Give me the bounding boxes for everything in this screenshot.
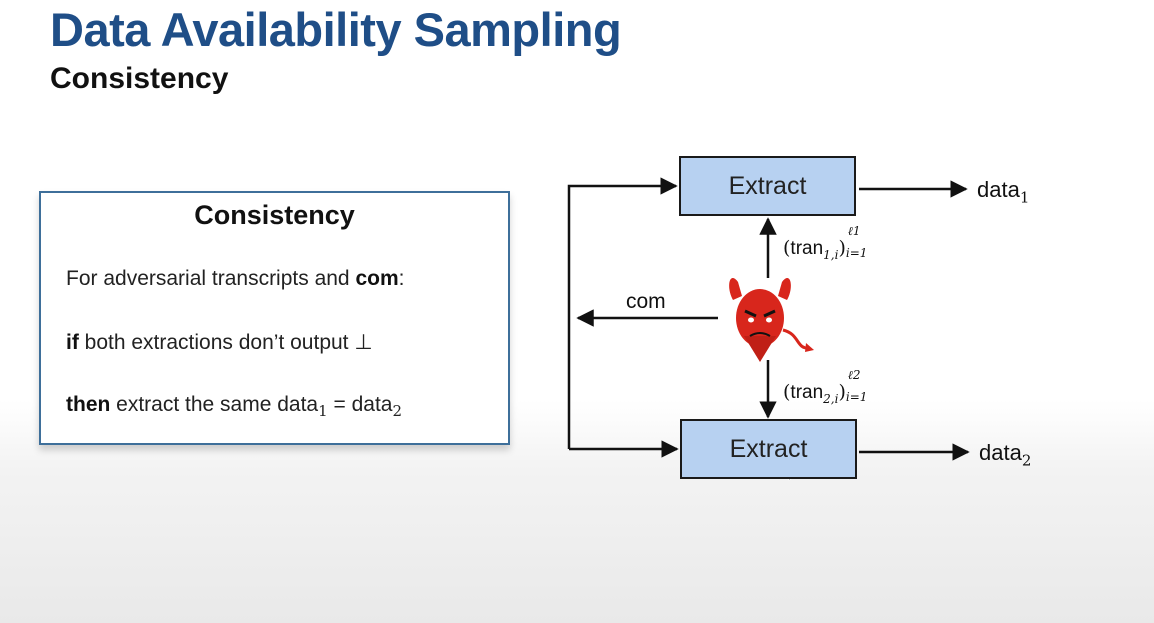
tran-label-bottom: (tran2,i) ℓ2 i=1 (783, 368, 868, 406)
output-data1: data1 (977, 177, 1029, 206)
output-data2-text: data (979, 440, 1022, 465)
line3-text: extract the same (110, 393, 278, 416)
output-data2-sub: 2 (1021, 451, 1032, 470)
line3-sub2: 2 (392, 402, 403, 421)
line2-bold: if (66, 331, 79, 354)
definition-heading: Consistency (194, 200, 355, 230)
tran-bottom-lower: i=1 (845, 390, 868, 404)
loop-arrow-top (567, 177, 678, 449)
output-data1-text: data (977, 177, 1020, 202)
tran-bottom-sup: ℓ2 (847, 368, 861, 382)
output-data2: data2 (979, 440, 1031, 469)
slide-title: Data Availability Sampling (50, 3, 622, 56)
definition-line-2: if both extractions don’t output ⊥ (66, 330, 373, 355)
tran-top-sup: ℓ1 (847, 224, 861, 238)
tran-label-top: (tran1,i) ℓ1 i=1 (783, 224, 868, 262)
line3-bold: then (66, 393, 111, 416)
slide-subtitle: Consistency (50, 62, 229, 95)
output-data1-sub: 1 (1019, 188, 1030, 207)
line3-var2: data (351, 393, 393, 416)
tran-bottom-sub: 2,i (823, 391, 839, 406)
devil-icon (729, 278, 814, 362)
line3-eq: = (327, 393, 352, 416)
extract-box-bottom: Extract (680, 419, 857, 479)
definition-line-3: then extract the same data1 = data2 (66, 393, 402, 420)
definition-line-1: For adversarial transcripts and com: (66, 267, 404, 291)
tran-top-lower: i=1 (845, 246, 868, 260)
line1-text: For adversarial transcripts and (66, 267, 356, 290)
line1-bold: com (355, 267, 399, 290)
tran-top-sub: 1,i (823, 247, 839, 262)
com-label: com (626, 290, 666, 313)
line3-sub1: 1 (318, 402, 328, 421)
extract-box-top: Extract (679, 156, 856, 216)
line1-tail: : (398, 267, 405, 290)
line3-var1: data (277, 393, 319, 416)
definition-box: Consistency For adversarial transcripts … (39, 191, 510, 445)
line2-text: both extractions don’t output ⊥ (78, 331, 373, 354)
tran-bottom-text: tran (790, 382, 824, 403)
tran-top-text: tran (790, 238, 824, 259)
